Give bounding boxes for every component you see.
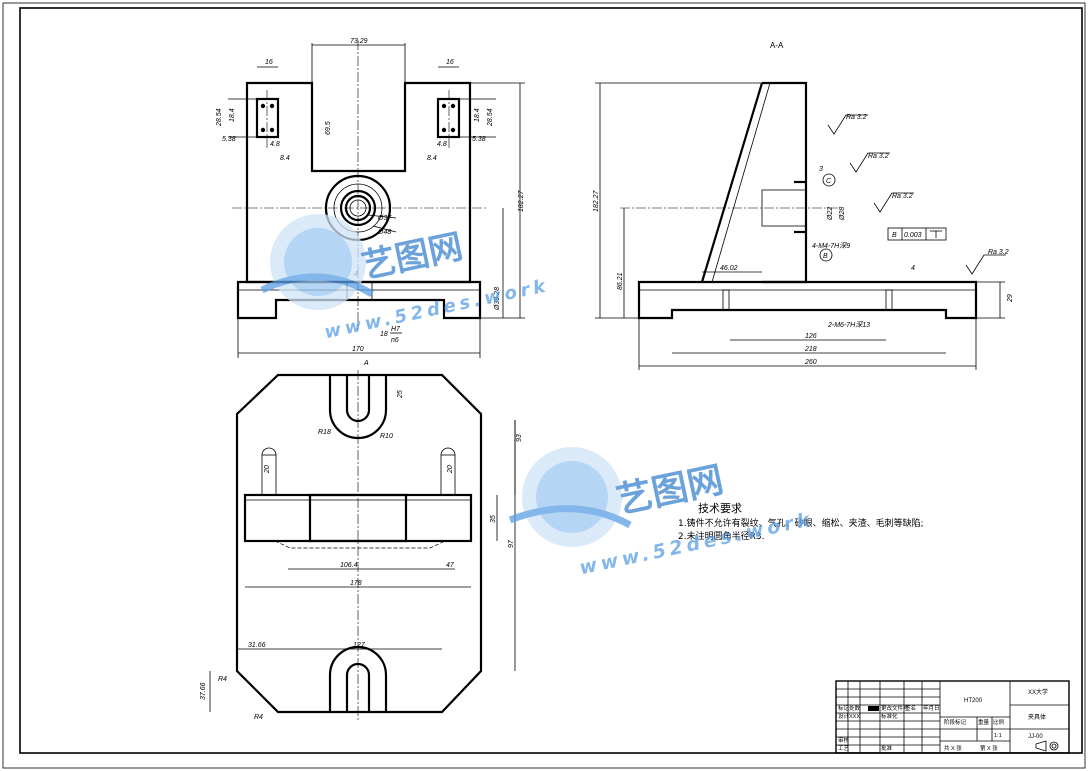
top-dim-97: 97 (508, 539, 515, 548)
side-dim-step: 4 (911, 265, 915, 272)
dim-slot-right: 16 (446, 59, 454, 66)
front-view: 73.29 16 16 69.5 28.54 18.4 5.38 4.8 8.4… (216, 38, 525, 367)
top-dim-20a: 20 (264, 465, 271, 474)
dim-base-height: Ø39.28 (494, 287, 501, 311)
tb-school: XX大学 (1028, 688, 1048, 696)
dim-slot-left: 16 (265, 59, 273, 66)
watermark-globe-icon (508, 447, 632, 547)
top-dim-r18: R18 (318, 429, 331, 436)
dim-left-h1: 28.54 (216, 108, 223, 127)
roughness-4: Ra 3.2 (988, 249, 1009, 256)
tb-stage-label: 阶段标记 (944, 718, 967, 726)
projection-symbol-icon (1035, 740, 1059, 752)
tb-designer: XXX (849, 714, 860, 720)
tb-material: HT200 (964, 698, 983, 704)
roughness-3: Ra 3.2 (892, 193, 913, 200)
dim-right-h2: 28.54 (487, 108, 494, 127)
tb-designer-label: 设计 (838, 712, 850, 720)
side-dim-bore-d2: Ø28 (839, 207, 846, 221)
top-dim-178: 178 (350, 580, 362, 587)
tb-sheet-num: 第 X 张 (980, 744, 998, 752)
fit-hole: H7 (391, 326, 401, 333)
dim-overall-width: 170 (352, 346, 364, 353)
side-dim-bore-d1: Ø22 (827, 207, 834, 221)
side-dim-rib-width: 46.02 (720, 265, 738, 272)
dim-bore-outer: Ø37 (377, 215, 392, 222)
tb-part-name: 夹具体 (1028, 713, 1046, 721)
top-dim-37: 37.66 (200, 682, 207, 700)
dim-height-total: 182.27 (518, 189, 525, 212)
dim-right-h1: 18.4 (474, 108, 481, 122)
dim-right-w1: 4.8 (437, 141, 447, 148)
top-dim-106: 106.4 (340, 562, 358, 569)
tb-date-label: 年月日 (923, 704, 940, 712)
section-view: A-A 182.27 86.21 46.02 29 4 3 Ø22 Ø28 4 (593, 41, 1014, 370)
dim-right-w2: 8.4 (427, 155, 437, 162)
tb-weight-label: 重量 (978, 718, 990, 726)
top-dim-r10: R10 (380, 433, 393, 440)
top-dim-47: 47 (446, 562, 455, 569)
top-dim-slot-depth: 25 (397, 390, 404, 399)
dim-left-h2: 18.4 (229, 108, 236, 122)
tb-sign-label: 签名 (905, 704, 916, 712)
fit-shaft: n6 (391, 337, 399, 344)
tb-count-label: 处数 (849, 704, 861, 712)
tech-req-line2: 2.未注明圆角半径R3. (678, 530, 764, 542)
side-dim-height-total: 182.27 (593, 189, 600, 212)
tb-change-label: 更改文件号 (881, 704, 909, 712)
dim-left-h3: 5.38 (222, 136, 236, 143)
roughness-2: Ra 3.2 (868, 153, 889, 160)
side-dim-center-height: 86.21 (617, 272, 624, 290)
tb-sheet-total: 共 X 张 (944, 744, 962, 752)
top-dim-93: 93 (516, 434, 523, 442)
side-thread-bottom: 2-M6-7H深13 (827, 321, 870, 329)
tb-check-label: 审核 (838, 736, 850, 744)
side-dim-218: 218 (804, 346, 817, 353)
watermark-bottom: 艺图网 www.52des.work (508, 447, 816, 579)
top-dim-20b: 20 (447, 465, 454, 474)
tech-req-line1: 1.铸件不允许有裂纹、气孔、砂眼、缩松、夹渣、毛刺等缺陷; (678, 517, 924, 529)
title-block: 标记 更改文件号 签名 年月日 处数 设计 XXX 标准化 审核 工艺 批准 H… (835, 680, 1070, 754)
side-dim-base-thickness: 29 (1007, 294, 1014, 303)
tb-drawing-no: JJ-00 (1028, 734, 1043, 740)
top-view: 25 R18 R10 93 20 20 35 97 106.4 47 178 3… (200, 370, 523, 721)
tol-value: 0.003 (904, 232, 922, 239)
roughness-1: Ra 3.2 (846, 114, 867, 121)
tb-process-label: 工艺 (838, 745, 850, 752)
dim-left-w1: 4.8 (270, 141, 280, 148)
section-title: A-A (770, 41, 784, 50)
dim-bore-inner: Ø48 (377, 229, 391, 236)
side-thread-top: 4-M4-7H深9 (812, 242, 850, 250)
top-dim-r4a: R4 (218, 676, 227, 683)
tol-ref: B (892, 232, 897, 239)
dim-left-w2: 8.4 (280, 155, 290, 162)
tb-scale-value: 1:1 (994, 733, 1002, 739)
watermark-globe-icon (260, 214, 374, 310)
dim-depth-slot: 69.5 (325, 121, 332, 135)
top-dim-35: 35 (490, 515, 497, 523)
tech-req-title: 技术要求 (698, 502, 742, 515)
top-dim-31: 31.66 (248, 642, 266, 649)
dim-right-h3: 5.38 (472, 136, 486, 143)
top-dim-127: 127 (353, 642, 366, 649)
datum-circle-b: B (823, 253, 828, 260)
side-dim-260: 260 (804, 359, 817, 366)
side-dim-126: 126 (805, 333, 817, 340)
datum-circle-c: C (826, 178, 832, 185)
top-dim-r4b: R4 (254, 714, 263, 721)
tb-approve-label: 批准 (881, 744, 893, 752)
side-dim-gap: 3 (819, 166, 823, 173)
section-marker-bottom: A (363, 360, 369, 367)
inner-border (19, 7, 1083, 754)
watermark-top: 艺图网 www.52des.work (260, 214, 551, 343)
tb-mark-label: 标记 (838, 704, 850, 712)
tb-standard-label: 标准化 (881, 712, 898, 720)
tb-scale-label: 比例 (993, 718, 1005, 726)
technical-requirements: 技术要求 1.铸件不允许有裂纹、气孔、砂眼、缩松、夹渣、毛刺等缺陷; 2.未注明… (678, 502, 924, 542)
dim-width-top: 73.29 (350, 38, 368, 45)
fit-nominal: 18 (380, 331, 388, 338)
